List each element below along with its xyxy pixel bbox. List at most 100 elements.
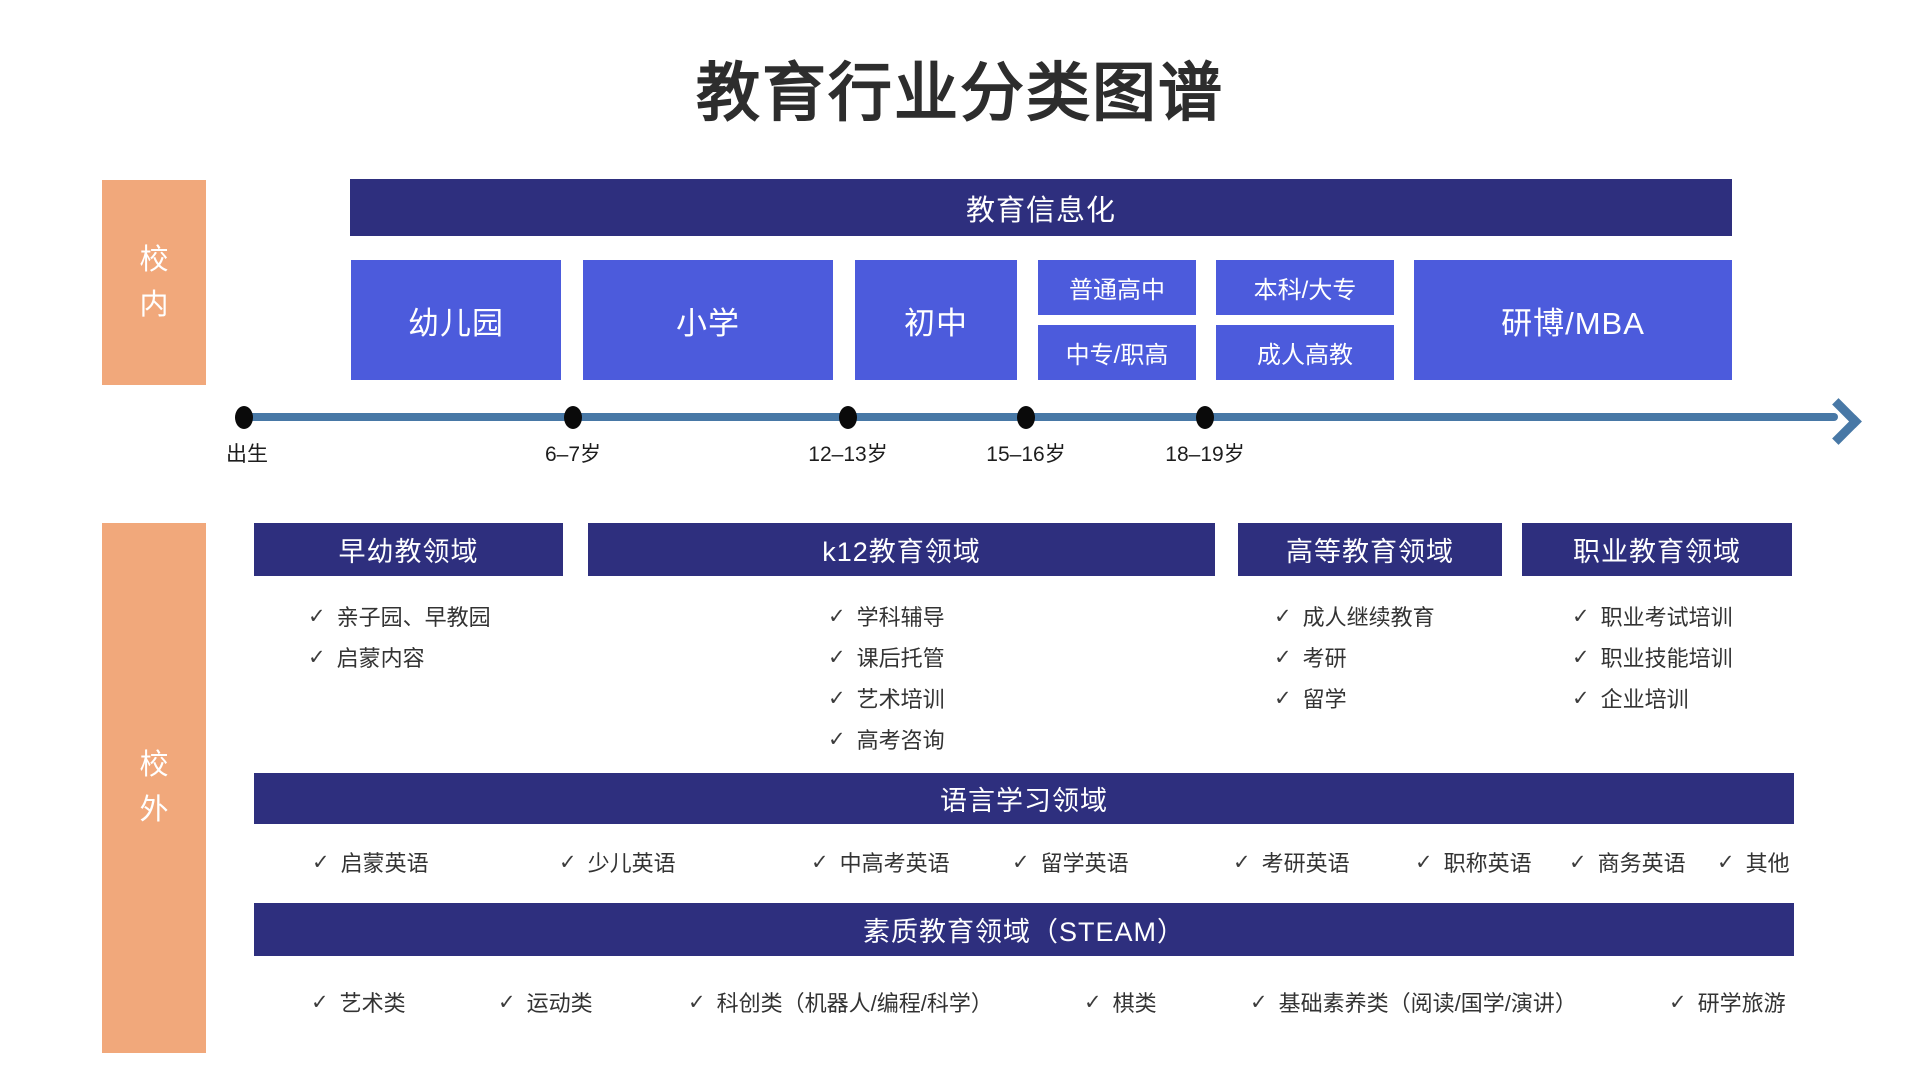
checklist-item-label: 考研 bbox=[1302, 646, 1347, 671]
domain-header-steam: 素质教育领域（STEAM） bbox=[254, 903, 1794, 956]
check-icon: ✓ bbox=[308, 645, 326, 669]
checklist-item-label: 学科辅导 bbox=[856, 605, 945, 630]
stage-primary-school-label: 小学 bbox=[676, 305, 740, 341]
check-icon: ✓ bbox=[1569, 850, 1587, 874]
stage-junior-high: 初中 bbox=[855, 260, 1017, 380]
timeline-label-18-19: 18–19岁 bbox=[1165, 443, 1245, 466]
checklist-item-label: 高考咨询 bbox=[856, 728, 945, 753]
checklist-item: ✓ 艺术培训 bbox=[828, 684, 945, 713]
checklist-item: ✓ 棋类 bbox=[1084, 988, 1157, 1017]
checklist-item-label: 其他 bbox=[1745, 851, 1790, 876]
checklist-item-label: 中高考英语 bbox=[839, 851, 950, 876]
checklist-item: ✓ 学科辅导 bbox=[828, 602, 945, 631]
stage-junior-high-label: 初中 bbox=[904, 305, 968, 341]
check-icon: ✓ bbox=[559, 850, 577, 874]
checklist-item-label: 棋类 bbox=[1112, 991, 1157, 1016]
checklist-item-label: 启蒙内容 bbox=[336, 646, 425, 671]
checklist-item-label: 考研英语 bbox=[1261, 851, 1350, 876]
outside-school-label: 校外 bbox=[102, 523, 206, 1053]
check-icon: ✓ bbox=[1415, 850, 1433, 874]
check-icon: ✓ bbox=[811, 850, 829, 874]
checklist-item: ✓ 研学旅游 bbox=[1669, 988, 1786, 1017]
timeline-dot-12-13 bbox=[839, 406, 857, 429]
checklist-item: ✓ 少儿英语 bbox=[559, 848, 676, 877]
checklist-item-label: 商务英语 bbox=[1597, 851, 1686, 876]
check-icon: ✓ bbox=[311, 990, 329, 1014]
page-title: 教育行业分类图谱 bbox=[696, 57, 1224, 129]
domain-header-k12-label: k12教育领域 bbox=[822, 537, 981, 567]
checklist-item: ✓ 亲子园、早教园 bbox=[308, 602, 491, 631]
check-icon: ✓ bbox=[1274, 604, 1292, 628]
checklist-item: ✓ 其他 bbox=[1717, 848, 1790, 877]
checklist-item-label: 少儿英语 bbox=[587, 851, 676, 876]
checklist-item-label: 课后托管 bbox=[856, 646, 945, 671]
checklist-item: ✓ 职业考试培训 bbox=[1572, 602, 1733, 631]
check-icon: ✓ bbox=[1572, 686, 1590, 710]
stage-regular-high: 普通高中 bbox=[1038, 260, 1196, 315]
stage-undergraduate-label: 本科/大专 bbox=[1253, 277, 1357, 304]
check-icon: ✓ bbox=[828, 645, 846, 669]
check-icon: ✓ bbox=[1669, 990, 1687, 1014]
checklist-item-label: 成人继续教育 bbox=[1302, 605, 1435, 630]
inside-school-label-text: 校内 bbox=[139, 243, 169, 321]
checklist-item: ✓ 启蒙英语 bbox=[312, 848, 429, 877]
checklist-item-label: 留学 bbox=[1302, 687, 1347, 712]
stage-graduate-mba: 研博/MBA bbox=[1414, 260, 1732, 380]
check-icon: ✓ bbox=[1084, 990, 1102, 1014]
inside-school-label: 校内 bbox=[102, 180, 206, 385]
checklist-item: ✓ 考研英语 bbox=[1233, 848, 1350, 877]
domain-header-language: 语言学习领域 bbox=[254, 773, 1794, 824]
checklist-item: ✓ 启蒙内容 bbox=[308, 643, 425, 672]
stage-graduate-mba-label: 研博/MBA bbox=[1501, 305, 1645, 341]
check-icon: ✓ bbox=[1717, 850, 1735, 874]
stage-primary-school: 小学 bbox=[583, 260, 833, 380]
checklist-item-label: 职称英语 bbox=[1443, 851, 1532, 876]
edu-informatization-bar: 教育信息化 bbox=[350, 179, 1732, 236]
checklist-item-label: 启蒙英语 bbox=[340, 851, 429, 876]
stage-regular-high-label: 普通高中 bbox=[1069, 277, 1165, 304]
checklist-item: ✓ 商务英语 bbox=[1569, 848, 1686, 877]
domain-header-early-childhood-label: 早幼教领域 bbox=[338, 537, 479, 567]
stage-adult-higher-ed-label: 成人高教 bbox=[1257, 342, 1353, 369]
checklist-item-label: 研学旅游 bbox=[1697, 991, 1786, 1016]
timeline-dot-6-7 bbox=[564, 406, 582, 429]
checklist-item-label: 运动类 bbox=[526, 991, 593, 1016]
stage-vocational-high-label: 中专/职高 bbox=[1065, 342, 1169, 369]
check-icon: ✓ bbox=[828, 686, 846, 710]
timeline-label-15-16: 15–16岁 bbox=[986, 443, 1066, 466]
checklist-item-label: 艺术类 bbox=[339, 991, 406, 1016]
timeline-dot-birth bbox=[235, 406, 253, 429]
checklist-item: ✓ 成人继续教育 bbox=[1274, 602, 1435, 631]
checklist-item-label: 企业培训 bbox=[1600, 687, 1689, 712]
check-icon: ✓ bbox=[1250, 990, 1268, 1014]
stage-vocational-high: 中专/职高 bbox=[1038, 325, 1196, 380]
stage-kindergarten: 幼儿园 bbox=[351, 260, 561, 380]
checklist-item: ✓ 留学 bbox=[1274, 684, 1347, 713]
timeline-dot-15-16 bbox=[1017, 406, 1035, 429]
edu-informatization-label: 教育信息化 bbox=[965, 194, 1116, 227]
check-icon: ✓ bbox=[828, 727, 846, 751]
checklist-item: ✓ 企业培训 bbox=[1572, 684, 1689, 713]
checklist-item: ✓ 艺术类 bbox=[311, 988, 406, 1017]
checklist-item-label: 科创类（机器人/编程/科学） bbox=[716, 991, 993, 1016]
domain-header-vocational: 职业教育领域 bbox=[1522, 523, 1792, 576]
stage-kindergarten-label: 幼儿园 bbox=[408, 305, 504, 341]
timeline-axis bbox=[244, 413, 1838, 421]
checklist-item: ✓ 考研 bbox=[1274, 643, 1347, 672]
domain-header-language-label: 语言学习领域 bbox=[940, 786, 1108, 816]
timeline-label-12-13: 12–13岁 bbox=[808, 443, 888, 466]
domain-header-higher-ed-label: 高等教育领域 bbox=[1286, 537, 1454, 567]
checklist-item: ✓ 职业技能培训 bbox=[1572, 643, 1733, 672]
checklist-item-label: 艺术培训 bbox=[856, 687, 945, 712]
check-icon: ✓ bbox=[1274, 686, 1292, 710]
checklist-item-label: 职业考试培训 bbox=[1600, 605, 1733, 630]
checklist-item: ✓ 运动类 bbox=[498, 988, 593, 1017]
domain-header-early-childhood: 早幼教领域 bbox=[254, 523, 563, 576]
check-icon: ✓ bbox=[312, 850, 330, 874]
check-icon: ✓ bbox=[308, 604, 326, 628]
outside-school-label-text: 校外 bbox=[139, 749, 169, 826]
timeline-label-6-7: 6–7岁 bbox=[544, 443, 602, 466]
stage-adult-higher-ed: 成人高教 bbox=[1216, 325, 1394, 380]
check-icon: ✓ bbox=[498, 990, 516, 1014]
